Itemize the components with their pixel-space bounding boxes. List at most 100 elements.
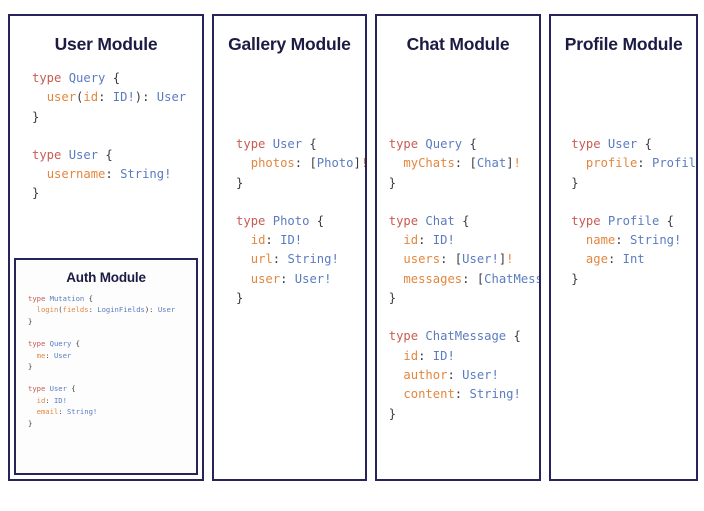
code-token: : bbox=[105, 167, 121, 182]
code-token: ID! bbox=[432, 348, 455, 363]
code-token bbox=[389, 387, 404, 401]
code-token: String! bbox=[287, 252, 339, 267]
code-token: String! bbox=[469, 387, 521, 402]
code-token bbox=[28, 305, 37, 314]
code-token: users bbox=[403, 252, 441, 267]
code-token bbox=[236, 156, 251, 170]
code-line: } bbox=[236, 289, 365, 308]
code-block: type Chat { id: ID! users: [User!]! mess… bbox=[389, 212, 540, 308]
module-panel-profile[interactable]: Profile Module type User { profile: Prof… bbox=[549, 14, 698, 481]
code-token: : bbox=[462, 271, 477, 286]
code-token bbox=[236, 272, 251, 286]
code-token bbox=[28, 407, 37, 416]
code-block: type Query { myChats: [Chat]!} bbox=[389, 135, 540, 193]
code-line: user(id: ID!): User bbox=[32, 88, 202, 107]
code-line: messages: [ChatMessage]! bbox=[389, 270, 539, 289]
code-token: [ bbox=[309, 156, 317, 171]
code-token: [ bbox=[454, 252, 463, 267]
code-token: type bbox=[571, 137, 608, 151]
code-token: : bbox=[454, 156, 470, 171]
code-token: : bbox=[272, 252, 288, 267]
code-token: { bbox=[84, 294, 93, 303]
code-token: : bbox=[454, 387, 470, 402]
code-token: ): bbox=[144, 305, 158, 315]
code-line: type Chat { bbox=[389, 212, 540, 231]
code-token: User! bbox=[462, 367, 499, 382]
code-token: } bbox=[28, 362, 33, 372]
code-token: [ bbox=[469, 156, 477, 171]
code-line: type Query { bbox=[389, 135, 540, 154]
code-block-gap bbox=[389, 308, 540, 327]
code-token: type bbox=[236, 137, 273, 151]
module-title-user: User Module bbox=[54, 34, 158, 54]
code-token: : bbox=[615, 233, 630, 248]
module-code-gallery: type User { photos: [Photo]!}type Photo … bbox=[214, 61, 365, 308]
code-line: user: User! bbox=[236, 270, 365, 289]
code-token: Query bbox=[68, 71, 106, 85]
code-token: } bbox=[28, 418, 33, 428]
code-token: [ bbox=[476, 271, 485, 286]
module-panel-user[interactable]: User Module type Query { user(id: ID!): … bbox=[8, 14, 205, 481]
code-token: : bbox=[265, 233, 281, 248]
module-code-auth: type Mutation { login(fields: LoginField… bbox=[16, 289, 196, 429]
code-token: String! bbox=[629, 233, 682, 248]
module-panel-chat[interactable]: Chat Module type Query { myChats: [Chat]… bbox=[374, 14, 542, 481]
code-token: { bbox=[309, 213, 325, 228]
code-token bbox=[32, 90, 47, 104]
code-token: ID! bbox=[280, 233, 303, 248]
code-token: { bbox=[98, 147, 113, 162]
code-block-gap bbox=[32, 127, 202, 146]
code-token: content bbox=[403, 387, 455, 402]
code-token bbox=[28, 351, 37, 360]
code-token: } bbox=[28, 316, 33, 326]
code-token: { bbox=[71, 339, 80, 349]
code-token: } bbox=[236, 175, 244, 190]
code-token: User! bbox=[462, 252, 499, 267]
code-line: content: String! bbox=[389, 385, 540, 404]
module-panel-gallery[interactable]: Gallery Module type User { photos: [Phot… bbox=[212, 14, 367, 481]
code-token: profile bbox=[585, 156, 638, 171]
code-block: type Query { me: User} bbox=[28, 338, 196, 372]
code-line: id: ID! bbox=[28, 395, 196, 406]
code-token: user bbox=[46, 90, 77, 105]
code-token: ID! bbox=[432, 233, 455, 248]
code-token: : bbox=[280, 271, 295, 286]
code-line: } bbox=[32, 108, 202, 127]
code-block: type Mutation { login(fields: LoginField… bbox=[28, 293, 196, 327]
code-token: ID! bbox=[53, 395, 67, 405]
code-token: LoginFields bbox=[97, 305, 145, 315]
code-token: User bbox=[607, 137, 638, 151]
code-token: author bbox=[403, 367, 448, 382]
code-line: login(fields: LoginFields): User bbox=[28, 304, 196, 315]
code-token: Photo bbox=[272, 213, 310, 228]
code-token: User! bbox=[294, 271, 332, 286]
code-line: type Query { bbox=[32, 69, 202, 88]
code-token: id bbox=[83, 90, 99, 105]
code-line: } bbox=[571, 174, 696, 193]
code-token: Query bbox=[49, 339, 72, 349]
code-line: id: ID! bbox=[389, 231, 540, 250]
code-token: type bbox=[388, 137, 426, 151]
code-token: : bbox=[637, 156, 652, 171]
code-token: type bbox=[28, 339, 50, 349]
code-token: User bbox=[68, 147, 99, 162]
code-token: : bbox=[45, 350, 54, 360]
code-token: ! bbox=[506, 252, 514, 267]
code-token: { bbox=[506, 329, 521, 344]
code-token: ] bbox=[506, 156, 514, 171]
code-line: type Profile { bbox=[571, 212, 696, 231]
code-token bbox=[389, 349, 404, 363]
code-token: id bbox=[403, 233, 419, 248]
code-token: me bbox=[36, 350, 46, 360]
code-token: id bbox=[250, 233, 266, 248]
code-token: : bbox=[98, 90, 113, 105]
code-block: type User { profile: Profile!} bbox=[571, 135, 696, 193]
code-line: } bbox=[389, 289, 540, 308]
code-token: ! bbox=[361, 156, 365, 170]
code-token: Photo bbox=[316, 156, 354, 171]
code-token: photos bbox=[250, 156, 295, 171]
code-line: type User { bbox=[571, 135, 696, 154]
module-panel-auth[interactable]: Auth Module type Mutation { login(fields… bbox=[14, 258, 199, 475]
code-token: email bbox=[36, 407, 59, 417]
